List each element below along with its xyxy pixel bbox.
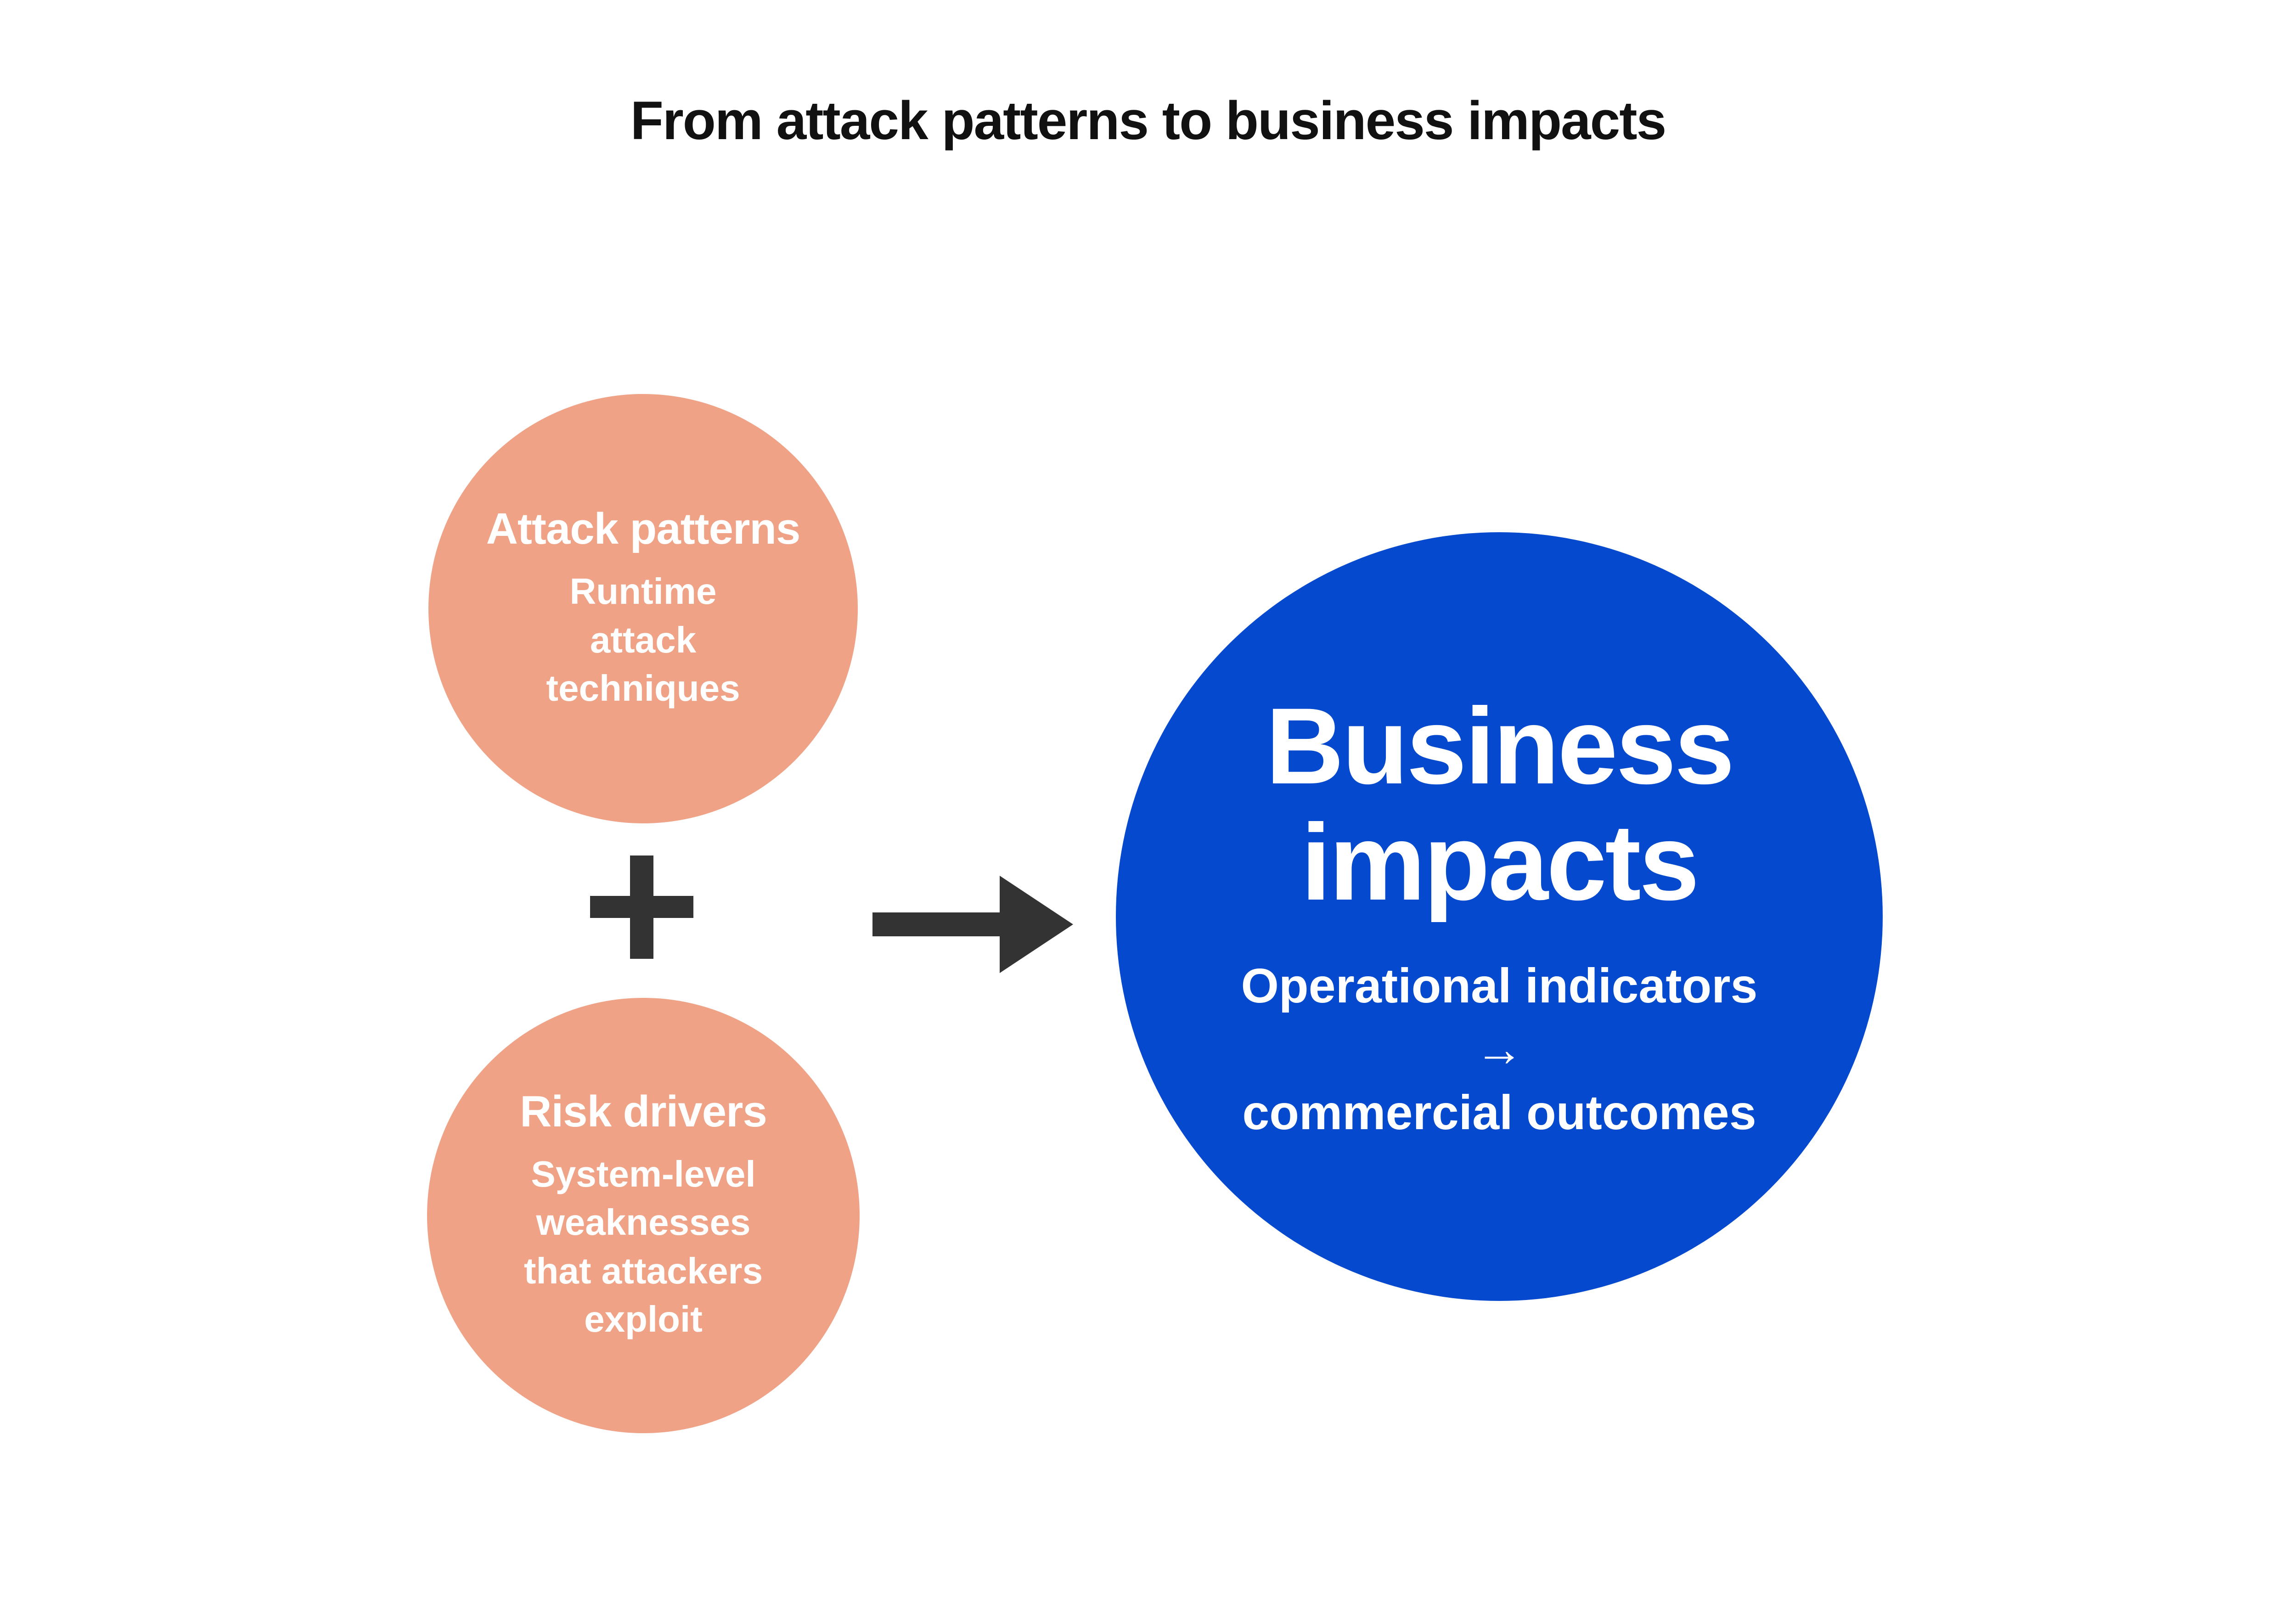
attack-patterns-heading: Attack patterns <box>486 504 801 554</box>
business-impacts-subtitle-line: commercial outcomes <box>1242 1085 1756 1140</box>
business-impacts-circle: Business impacts Operational indicators … <box>1116 532 1883 1301</box>
business-impacts-heading: Business impacts <box>1266 686 1734 923</box>
attack-patterns-subtitle-line: techniques <box>546 668 740 709</box>
business-impacts-heading-line: Business <box>1266 686 1734 807</box>
arrow-right-glyph: → <box>1474 1022 1524 1077</box>
risk-drivers-subtitle: System-level weaknesses that attackers e… <box>524 1150 763 1344</box>
risk-drivers-subtitle-line: exploit <box>584 1299 703 1340</box>
risk-drivers-subtitle-line: weaknesses <box>536 1202 751 1243</box>
attack-patterns-subtitle: Runtime attack techniques <box>546 567 740 713</box>
risk-drivers-heading: Risk drivers <box>520 1087 767 1137</box>
diagram-title: From attack patterns to business impacts <box>630 90 1666 151</box>
arrow-right-icon <box>872 875 1073 974</box>
risk-drivers-circle: Risk drivers System-level weaknesses tha… <box>427 998 860 1433</box>
business-impacts-subtitle: Operational indicators → commercial outc… <box>1241 955 1757 1144</box>
plus-icon <box>590 855 693 959</box>
risk-drivers-subtitle-line: that attackers <box>523 1250 763 1291</box>
attack-patterns-circle: Attack patterns Runtime attack technique… <box>428 394 858 823</box>
business-impacts-subtitle-line: Operational indicators <box>1241 959 1758 1013</box>
attack-patterns-subtitle-line: Runtime <box>569 570 717 612</box>
business-impacts-heading-line: impacts <box>1301 801 1699 923</box>
risk-drivers-subtitle-line: System-level <box>531 1153 756 1194</box>
attack-patterns-subtitle-line: attack <box>590 619 697 660</box>
